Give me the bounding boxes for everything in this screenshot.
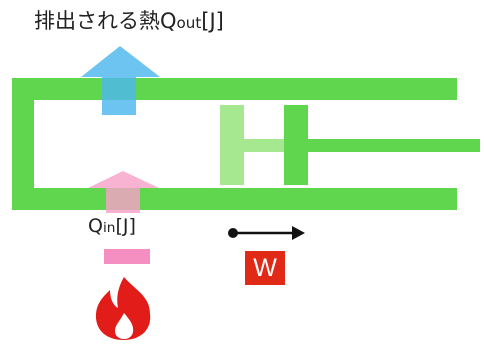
heat-out-label-main: 排出される熱Q — [34, 9, 177, 33]
work-label: W — [245, 251, 285, 285]
heat-out-arrow — [81, 46, 160, 115]
piston-head — [284, 105, 308, 185]
heat-in-label-sub: in — [102, 220, 116, 236]
heat-out-label-sub: out — [176, 14, 202, 32]
piston-rod — [308, 139, 480, 152]
heat-in-label: Qin[J] — [88, 214, 136, 240]
heat-source-bar — [104, 249, 150, 264]
piston-ghost-rod — [244, 139, 286, 152]
heat-in-label-unit: [J] — [115, 215, 136, 237]
cylinder-bottom-wall — [12, 188, 457, 210]
heat-out-label: 排出される熱Qout[J] — [34, 8, 224, 36]
flame-icon — [95, 277, 151, 340]
piston-initial-position — [220, 105, 286, 185]
heat-out-label-unit: [J] — [201, 9, 224, 33]
cylinder-top-wall — [12, 78, 457, 100]
cylinder-left-wall — [12, 78, 34, 210]
heat-in-label-main: Q — [88, 215, 103, 237]
arrow-right-icon — [228, 226, 305, 240]
piston — [284, 105, 480, 185]
piston-ghost-head — [220, 105, 244, 185]
work-arrow-head — [292, 226, 305, 240]
heat-in-arrow — [88, 171, 159, 213]
